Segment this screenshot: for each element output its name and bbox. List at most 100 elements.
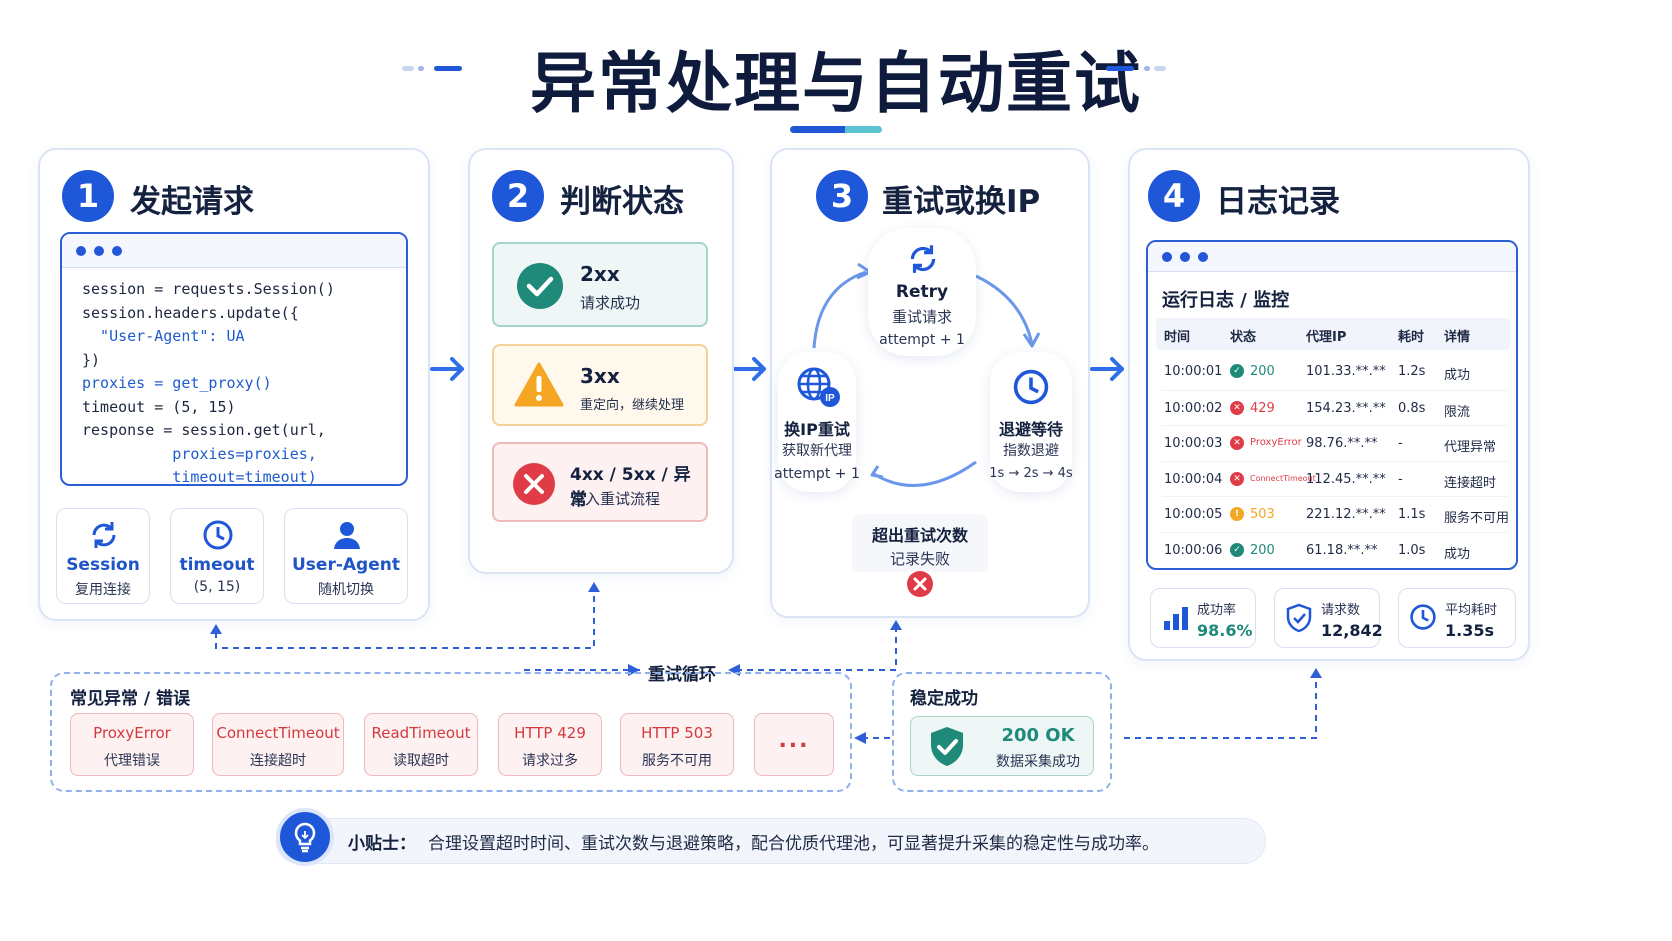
tip-label: 小贴士：	[348, 834, 416, 854]
step-number: 1	[62, 170, 114, 222]
status-dot-icon: ✓	[1230, 364, 1244, 378]
user-icon	[334, 522, 360, 549]
error-name: ReadTimeout	[371, 724, 471, 742]
error-more: ...	[754, 713, 834, 776]
col-time: 时间	[1164, 330, 1191, 345]
status-desc: 重定向，继续处理	[580, 398, 685, 413]
log-ip: 221.12.**.**	[1306, 507, 1386, 522]
status-code: 4xx / 5xx / 异常	[570, 465, 691, 510]
title-deco-right	[1154, 66, 1166, 71]
log-time: 10:00:05	[1164, 507, 1223, 522]
log-cost: 1.0s	[1398, 542, 1426, 558]
step-card-request: 1 发起请求 session = requests.Session()sessi…	[38, 148, 430, 621]
log-ip: 61.18.**.**	[1306, 542, 1378, 558]
clock-icon	[1410, 604, 1436, 630]
tip-icon-circle	[276, 808, 334, 866]
stat-success-rate: 成功率 98.6%	[1150, 588, 1256, 648]
log-ip: 154.23.**.**	[1306, 400, 1386, 416]
code-line: response = session.get(url,	[82, 421, 326, 439]
code-window: session = requests.Session()session.head…	[60, 232, 408, 486]
error-desc: 服务不可用	[642, 753, 712, 769]
status-dot-icon: ✕	[1230, 436, 1244, 450]
stable-title: 稳定成功	[910, 689, 978, 709]
retry-loop-label: 重试循环	[648, 665, 716, 685]
retry-note: attempt + 1	[774, 466, 860, 482]
x-circle-icon	[907, 571, 933, 597]
window-dot	[1180, 252, 1190, 262]
feature-timeout: timeout (5, 15)	[170, 508, 264, 604]
col-ip: 代理IP	[1306, 330, 1347, 345]
fail-line2: 记录失败	[889, 550, 950, 568]
title-deco-right	[1106, 66, 1134, 71]
step-card-status: 2 判断状态 2xx 请求成功 3xx 重定向，继续处理 4xx / 5xx /…	[468, 148, 734, 574]
error-name: HTTP 503	[641, 724, 713, 742]
code-line: proxies = get_proxy()	[82, 374, 272, 392]
tip-bar	[276, 818, 1266, 864]
retry-loop-arrows	[812, 262, 1041, 487]
code-block: session = requests.Session()session.head…	[82, 278, 335, 490]
step-card-log: 4 日志记录 运行日志 / 监控 时间 状态 代理IP 耗时 详情 10:00:…	[1128, 148, 1530, 661]
feature-desc: 复用连接	[75, 582, 131, 598]
code-line: "User-Agent": UA	[82, 327, 245, 345]
error-name: ProxyError	[93, 724, 171, 742]
log-status: 200	[1250, 542, 1275, 558]
code-line: session.headers.update({	[82, 303, 299, 322]
feature-session: Session 复用连接	[56, 508, 150, 604]
stat-value: 12,842	[1321, 621, 1383, 640]
code-line: timeout = (5, 15)	[82, 397, 236, 416]
arrow-right-icon	[732, 357, 766, 381]
status-2xx: 2xx 请求成功	[492, 242, 708, 327]
code-line: })	[82, 350, 101, 369]
feature-name: User-Agent	[292, 555, 400, 575]
arrow-right-icon	[1090, 357, 1124, 381]
retry-title: 换IP重试	[784, 420, 850, 439]
retry-note: 1s → 2s → 4s	[989, 466, 1073, 481]
error-connect-timeout: ConnectTimeout 连接超时	[212, 713, 344, 776]
error-desc: 连接超时	[250, 753, 306, 769]
status-3xx: 3xx 重定向，继续处理	[492, 344, 708, 426]
error-http-429: HTTP 429 请求过多	[498, 713, 602, 776]
stable-desc: 数据采集成功	[996, 754, 1080, 770]
error-name: ConnectTimeout	[216, 724, 340, 742]
feature-user-agent: User-Agent 随机切换	[284, 508, 408, 604]
step-title: 日志记录	[1216, 184, 1340, 220]
status-desc: 进入重试流程	[570, 490, 661, 508]
retry-title: Retry	[895, 282, 949, 302]
log-detail: 成功	[1444, 368, 1471, 383]
error-desc: 读取超时	[393, 753, 449, 769]
error-http-503: HTTP 503 服务不可用	[620, 713, 734, 776]
check-circle-icon	[517, 263, 563, 309]
col-cost: 耗时	[1398, 330, 1425, 345]
fail-line1: 超出重试次数	[871, 526, 968, 545]
title-deco-left	[402, 66, 414, 71]
stat-label: 请求数	[1321, 603, 1361, 618]
window-dot	[1198, 252, 1208, 262]
log-time: 10:00:06	[1164, 542, 1223, 558]
log-ip: 101.33.**.**	[1306, 364, 1386, 379]
log-cost: 1.1s	[1398, 507, 1426, 522]
log-detail: 服务不可用	[1444, 511, 1510, 526]
status-code: 3xx	[580, 364, 620, 388]
title-deco-left	[434, 66, 462, 71]
status-dot-icon: ✕	[1230, 400, 1244, 415]
x-circle-icon	[513, 463, 555, 505]
retry-bubble-left: IP 换IP重试 获取新代理 attempt + 1	[774, 352, 860, 492]
status-dot-icon: !	[1230, 507, 1244, 521]
errors-panel	[50, 672, 852, 792]
col-detail: 详情	[1444, 330, 1471, 345]
status-code: 2xx	[580, 262, 620, 286]
code-line: timeout=timeout)	[82, 468, 317, 486]
status-desc: 请求成功	[580, 294, 641, 312]
title-deco-left	[418, 66, 424, 71]
error-desc: 请求过多	[522, 753, 578, 769]
feature-desc: (5, 15)	[193, 579, 241, 595]
retry-fail-box: 超出重试次数 记录失败	[852, 514, 988, 572]
retry-bubble-right: 退避等待 指数退避 1s → 2s → 4s	[989, 352, 1073, 492]
page-title: 异常处理与自动重试	[530, 45, 1142, 122]
